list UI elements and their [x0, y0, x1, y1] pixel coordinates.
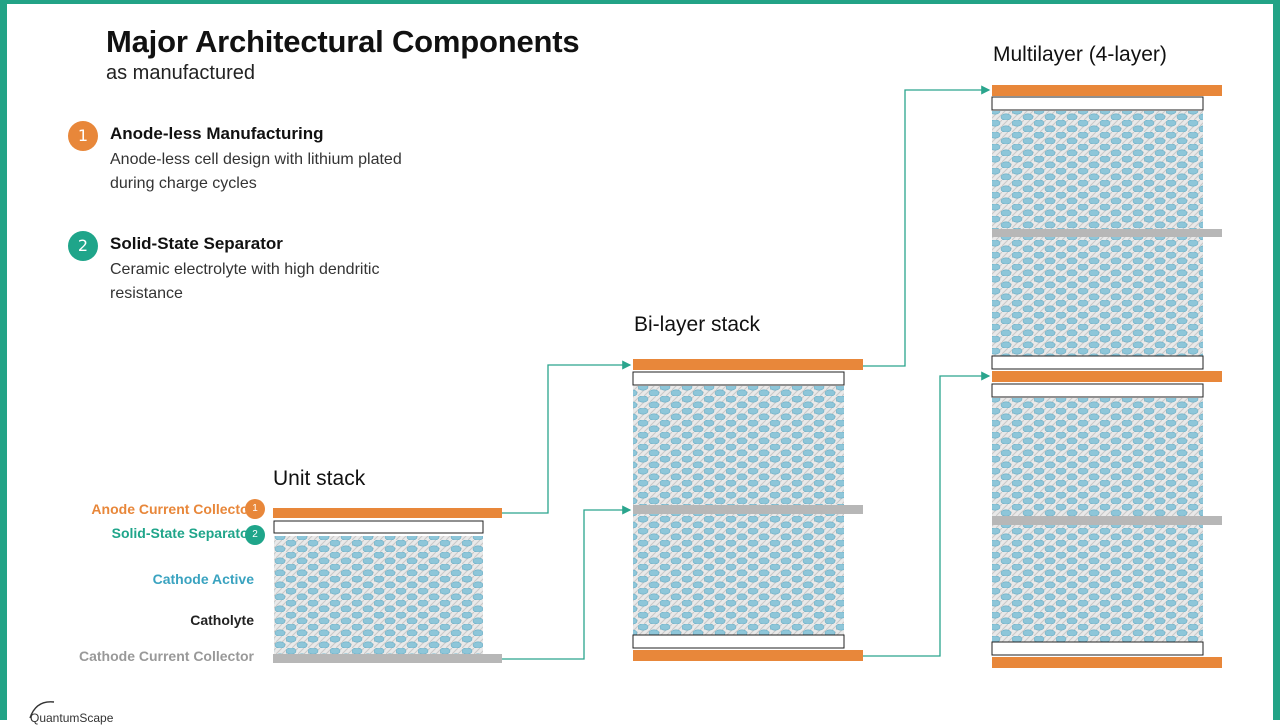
cathode-current-collector	[273, 654, 502, 663]
separator-layer	[991, 383, 1204, 398]
cathode-current-collector	[992, 516, 1222, 525]
arrow-right-icon	[502, 505, 632, 660]
anode-current-collector	[992, 371, 1222, 382]
page-title: Major Architectural Components	[106, 24, 580, 59]
feature-description: Ceramic electrolyte with high dendritic …	[110, 261, 380, 302]
anode-badge-icon: 1	[245, 499, 265, 519]
feature-description: Anode-less cell design with lithium plat…	[110, 151, 402, 192]
cathode-active-layer	[992, 111, 1203, 229]
feature-number-badge: 2	[68, 231, 98, 261]
separator-layer	[991, 641, 1204, 656]
label-catholyte: Catholyte	[190, 612, 254, 628]
label-anode-current-collector: Anode Current Collector	[91, 501, 254, 517]
feature-title: Solid-State Separator	[110, 234, 283, 253]
arrow-right-icon	[502, 360, 632, 514]
separator-layer	[632, 634, 845, 649]
cathode-current-collector	[633, 505, 863, 514]
label-cathode-current-collector: Cathode Current Collector	[78, 648, 254, 664]
cathode-active-layer	[992, 525, 1203, 642]
anode-current-collector	[273, 508, 502, 518]
cathode-active-layer	[992, 398, 1203, 516]
anode-current-collector	[992, 85, 1222, 96]
separator-layer	[991, 355, 1204, 370]
arrow-right-icon	[863, 371, 991, 657]
multilayer-stack	[991, 85, 1222, 668]
logo-text: QuantumScape	[30, 711, 114, 725]
cathode-active-layer	[633, 514, 844, 635]
anode-current-collector	[633, 359, 863, 370]
label-solid-state-separator: Solid-State Separator	[111, 525, 254, 541]
anode-current-collector	[633, 650, 863, 661]
connector-arrows	[502, 85, 991, 660]
unit-stack-title: Unit stack	[273, 467, 366, 490]
feature-number-badge: 1	[68, 121, 98, 151]
label-cathode-active: Cathode Active	[152, 571, 254, 587]
page-subtitle: as manufactured	[106, 62, 255, 84]
unit-stack	[273, 508, 502, 663]
separator-layer	[991, 96, 1204, 111]
bilayer-stack-title: Bi-layer stack	[634, 313, 761, 336]
arrow-right-icon	[863, 85, 991, 367]
multilayer-stack-title: Multilayer (4-layer)	[993, 43, 1167, 66]
separator-badge-icon: 2	[245, 525, 265, 545]
separator-layer	[632, 371, 845, 386]
feature-title: Anode-less Manufacturing	[110, 124, 324, 143]
cathode-active-layer	[633, 386, 844, 505]
cathode-active-layer	[274, 536, 483, 654]
anode-current-collector	[992, 657, 1222, 668]
quantumscape-logo-icon	[29, 701, 55, 719]
cathode-current-collector	[992, 229, 1222, 237]
cathode-active-layer	[992, 237, 1203, 356]
bilayer-stack	[632, 359, 863, 661]
separator-layer	[273, 520, 484, 534]
